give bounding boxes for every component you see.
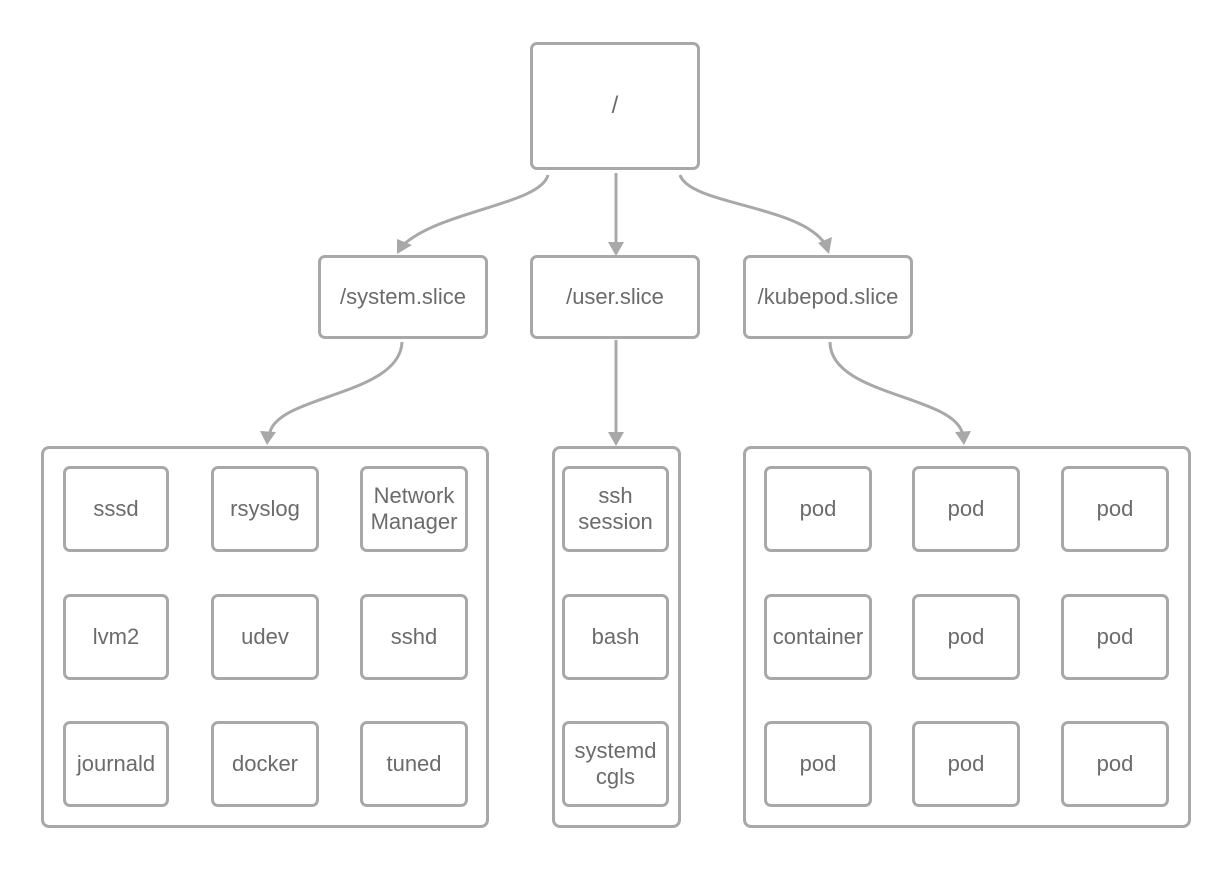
kubepod-slice-label: /kubepod.slice [757,284,899,309]
pod-label: pod [1096,496,1134,521]
pod-node: pod [1061,594,1169,680]
pod-label: pod [1096,624,1134,649]
arrowhead-system-group [260,431,276,445]
service-node: sshd [360,594,468,680]
pod-node: pod [912,466,1020,552]
user-slice-label: /user.slice [566,284,664,309]
service-node: tuned [360,721,468,807]
user-process-label: systemd cgls [574,738,657,789]
service-label: Network Manager [370,483,458,534]
root-cgroup-node: / [530,42,700,170]
kubepod-slice-group [743,446,1191,828]
user-slice-node: /user.slice [530,255,700,339]
service-node: docker [211,721,319,807]
service-node: rsyslog [211,466,319,552]
pod-node: pod [912,721,1020,807]
arrowhead-system [397,239,412,254]
edge-system-to-group [268,341,404,433]
pod-label: pod [799,496,837,521]
service-label: sssd [93,496,139,521]
user-process-node: ssh session [562,466,669,552]
service-node: sssd [63,466,169,552]
user-process-node: bash [562,594,669,680]
pod-node: pod [912,594,1020,680]
service-label: lvm2 [92,624,140,649]
pod-label: pod [799,751,837,776]
pod-node: pod [764,466,872,552]
user-process-label: bash [591,624,640,649]
arrowhead-user [608,242,624,256]
pod-node: pod [764,721,872,807]
edge-root-to-kubepod [678,174,827,245]
system-slice-node: /system.slice [318,255,488,339]
service-label: docker [231,751,299,776]
kubepod-slice-node: /kubepod.slice [743,255,913,339]
service-label: udev [241,624,289,649]
edge-kubepod-to-group [828,341,964,433]
pod-label: pod [1096,751,1134,776]
pod-label: pod [947,751,985,776]
user-slice-group [552,446,681,828]
arrowhead-kubepod-group [955,431,971,445]
container-node: container [764,594,872,680]
arrowhead-user-group [608,432,624,446]
service-node: journald [63,721,169,807]
service-label: sshd [390,624,438,649]
pod-node: pod [1061,721,1169,807]
user-process-node: systemd cgls [562,721,669,807]
service-node: lvm2 [63,594,169,680]
service-node: udev [211,594,319,680]
system-slice-label: /system.slice [340,284,466,309]
pod-node: pod [1061,466,1169,552]
service-label: tuned [386,751,442,776]
arrowhead-kubepod [818,237,832,254]
pod-label: pod [947,496,985,521]
user-process-label: ssh session [578,483,653,534]
service-label: journald [76,751,156,776]
root-cgroup-label: / [611,92,619,119]
service-node: Network Manager [360,466,468,552]
service-label: rsyslog [230,496,300,521]
pod-label: pod [947,624,985,649]
edge-root-to-system [400,174,550,248]
container-label: container [772,624,864,649]
system-slice-group [41,446,489,828]
